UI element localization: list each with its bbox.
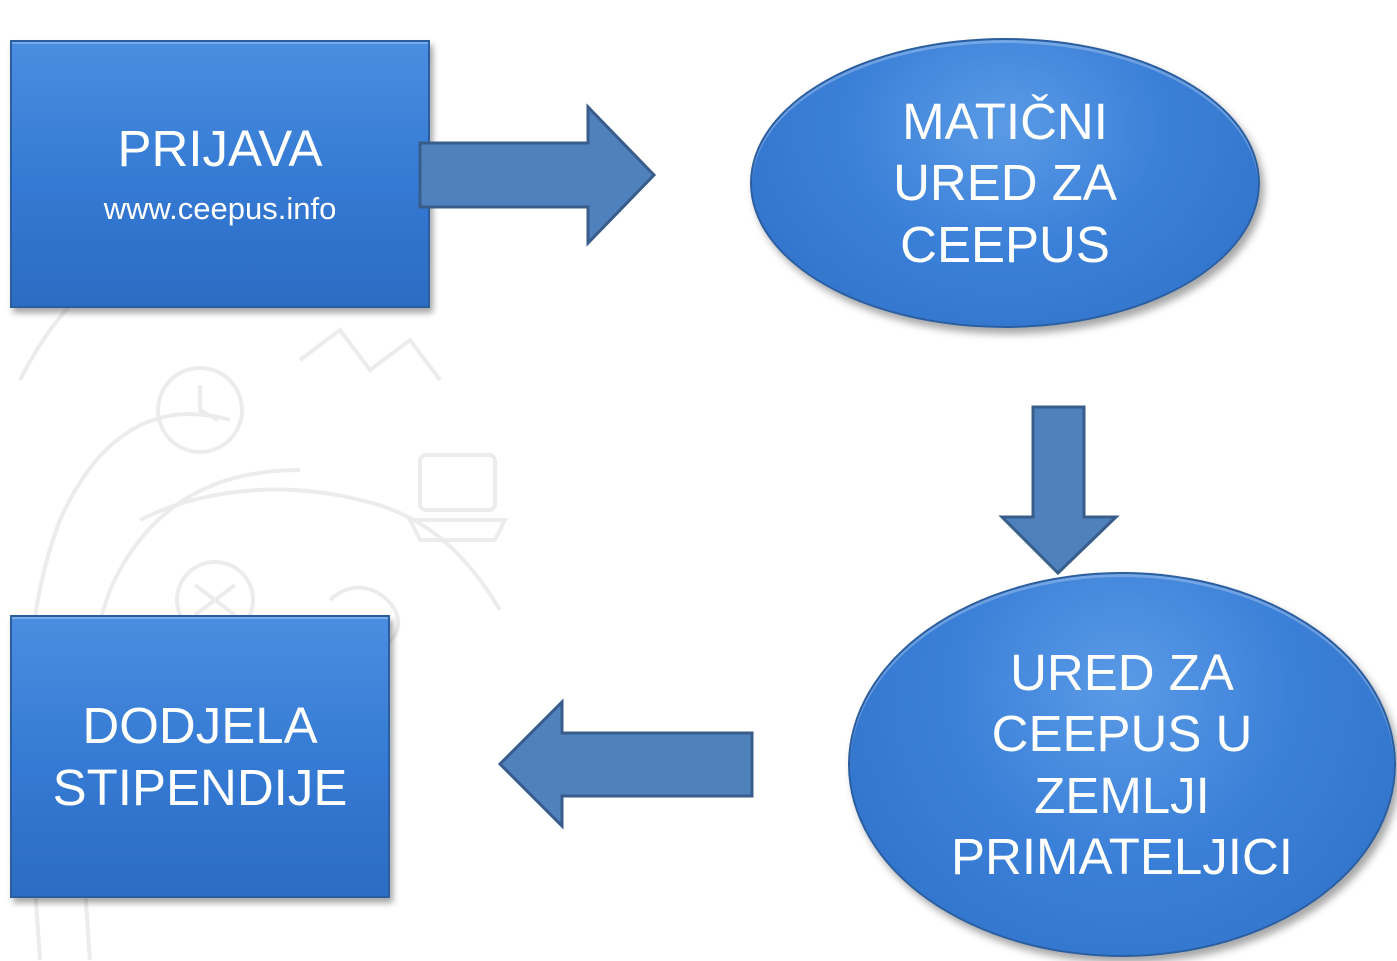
maticni-line-1: MATIČNI [902, 93, 1108, 151]
primatelj-line-2: CEEPUS U [991, 705, 1253, 763]
dodjela-box: DODJELA STIPENDIJE [10, 615, 390, 898]
primatelj-line-4: PRIMATELJICI [951, 827, 1293, 885]
dodjela-line-1: DODJELA [82, 697, 318, 755]
arrow-right-icon [418, 103, 657, 247]
prijava-url: www.ceepus.info [103, 191, 337, 227]
primatelj-line-3: ZEMLJI [1034, 766, 1210, 824]
dodjela-line-2: STIPENDIJE [52, 758, 348, 816]
arrow-left-icon [497, 698, 754, 830]
primatelj-line-1: URED ZA [1010, 644, 1234, 702]
prijava-box: PRIJAVA www.ceepus.info [10, 40, 430, 308]
maticni-line-2: URED ZA [893, 154, 1117, 212]
maticni-ured-oval: MATIČNI URED ZA CEEPUS [750, 38, 1260, 328]
arrow-down-icon [998, 405, 1120, 576]
ured-primatelj-oval: URED ZA CEEPUS U ZEMLJI PRIMATELJICI [848, 572, 1396, 957]
prijava-title: PRIJAVA [117, 120, 323, 178]
maticni-line-3: CEEPUS [900, 215, 1110, 273]
